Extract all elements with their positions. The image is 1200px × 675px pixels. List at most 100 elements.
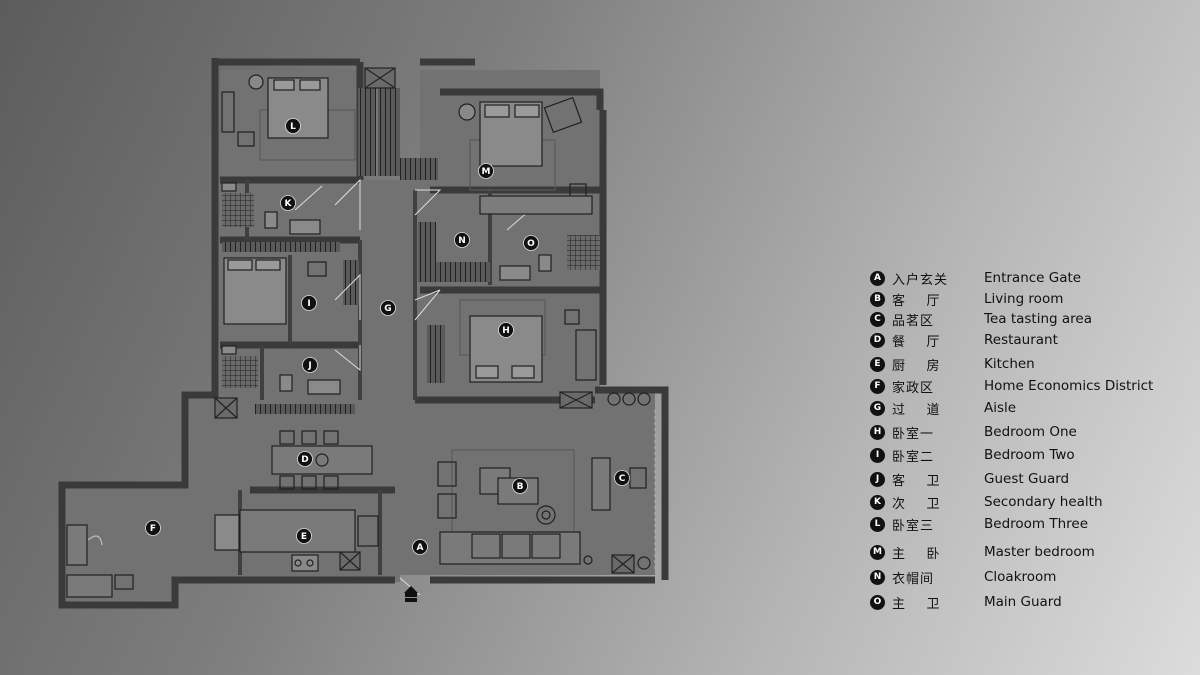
legend-item-b: B 客 厅 Living room [870, 289, 1063, 309]
room-marker-h: H [498, 322, 514, 338]
legend-item-d: D 餐 厅 Restaurant [870, 330, 1058, 350]
legend-item-a: A 入户玄关 Entrance Gate [870, 268, 1081, 288]
room-marker-letter: B [517, 482, 524, 492]
legend-cn-label: 厨 房 [892, 358, 941, 374]
legend-badge: G [870, 400, 885, 416]
room-marker-letter: N [458, 236, 466, 246]
legend-badge: K [870, 494, 885, 510]
kitchen-furniture [214, 509, 379, 572]
legend-cn-label: 客 厅 [892, 293, 941, 309]
storage-hatch [222, 88, 490, 414]
room-marker-letter: H [502, 326, 510, 336]
legend-cn-label: 过 道 [892, 402, 941, 418]
legend-en-label: Bedroom Three [984, 516, 1089, 532]
legend-badge: C [870, 311, 885, 327]
legend-en-label: Living room [984, 291, 1064, 307]
legend-en-label: Bedroom Two [984, 447, 1075, 463]
legend-en-label: Master bedroom [984, 544, 1095, 560]
room-marker-a: A [412, 539, 428, 555]
legend-en-label: Entrance Gate [984, 270, 1082, 286]
legend-en-label: Main Guard [984, 594, 1062, 610]
legend-item-c: C 品茗区 Tea tasting area [870, 309, 1092, 329]
legend-item-n: N 衣帽间 Cloakroom [870, 567, 1056, 587]
legend-cn-label: 卧室一 [892, 426, 935, 442]
legend-cn-label: 品茗区 [892, 313, 935, 329]
legend-item-h: H 卧室一 Bedroom One [870, 422, 1077, 442]
legend-en-label: Kitchen [984, 356, 1035, 372]
legend-en-label: Bedroom One [984, 424, 1077, 440]
legend-item-o: O 主 卫 Main Guard [870, 592, 1062, 612]
legend-badge: M [870, 544, 885, 560]
legend-item-e: E 厨 房 Kitchen [870, 354, 1035, 374]
cabinet-crosses [214, 67, 635, 574]
legend-badge: D [870, 332, 885, 348]
room-marker-letter: O [527, 239, 535, 249]
room-marker-j: J [302, 357, 318, 373]
legend-en-label: Tea tasting area [984, 311, 1092, 327]
legend-badge: E [870, 356, 885, 372]
legend-cn-label: 主 卫 [892, 596, 941, 612]
legend-item-m: M 主 卧 Master bedroom [870, 542, 1095, 562]
room-marker-d: D [297, 451, 313, 467]
legend-item-l: L 卧室三 Bedroom Three [870, 514, 1088, 534]
legend-badge: N [870, 569, 885, 585]
room-marker-letter: D [301, 455, 308, 465]
legend-badge: I [870, 447, 885, 463]
legend-cn-label: 主 卧 [892, 546, 941, 562]
bathroom-fixtures [221, 182, 552, 395]
room-marker-letter: G [384, 304, 391, 314]
room-marker-i: I [301, 295, 317, 311]
bedroom-m-furniture [458, 96, 593, 215]
shower-grids [222, 193, 600, 388]
room-marker-g: G [380, 300, 396, 316]
room-markers: L K I J G M N O H D B C F E A [145, 118, 630, 555]
legend-cn-label: 餐 厅 [892, 334, 941, 350]
room-marker-n: N [454, 232, 470, 248]
room-marker-e: E [296, 528, 312, 544]
dining-furniture [271, 430, 373, 490]
legend-badge: L [870, 516, 885, 532]
room-marker-letter: L [290, 122, 296, 132]
legend-badge: A [870, 270, 885, 286]
legend-item-g: G 过 道 Aisle [870, 398, 1016, 418]
entrance-arrow-icon [404, 586, 418, 602]
legend-cn-label: 家政区 [892, 380, 935, 396]
legend-en-label: Guest Guard [984, 471, 1070, 487]
legend-item-k: K 次 卫 Secondary health [870, 492, 1103, 512]
legend-badge: O [870, 594, 885, 610]
room-marker-letter: A [417, 543, 424, 553]
room-marker-f: F [145, 520, 161, 536]
room-marker-b: B [512, 478, 528, 494]
room-marker-letter: C [619, 474, 626, 484]
legend-en-label: Aisle [984, 400, 1017, 416]
legend-badge: B [870, 291, 885, 307]
room-marker-k: K [280, 195, 296, 211]
room-marker-o: O [523, 235, 539, 251]
legend-cn-label: 衣帽间 [892, 571, 935, 587]
legend-badge: H [870, 424, 885, 440]
laundry-furniture [66, 524, 134, 598]
tea-area-furniture [591, 392, 656, 570]
legend-en-label: Cloakroom [984, 569, 1057, 585]
legend-cn-label: 卧室三 [892, 518, 935, 534]
legend-badge: J [870, 471, 885, 487]
room-marker-l: L [285, 118, 301, 134]
door-swings [294, 178, 531, 596]
legend-en-label: Home Economics District [984, 378, 1154, 394]
legend-en-label: Restaurant [984, 332, 1058, 348]
room-marker-c: C [614, 470, 630, 486]
legend-cn-label: 次 卫 [892, 496, 941, 512]
bedroom-i-furniture [223, 257, 327, 325]
room-marker-letter: E [301, 532, 307, 542]
room-marker-m: M [478, 163, 494, 179]
legend-en-label: Secondary health [984, 494, 1103, 510]
room-marker-letter: I [307, 299, 310, 309]
legend-item-i: I 卧室二 Bedroom Two [870, 445, 1075, 465]
legend-cn-label: 卧室二 [892, 449, 935, 465]
legend-cn-label: 入户玄关 [892, 272, 949, 288]
room-marker-letter: F [150, 524, 156, 534]
room-marker-letter: M [482, 167, 491, 177]
